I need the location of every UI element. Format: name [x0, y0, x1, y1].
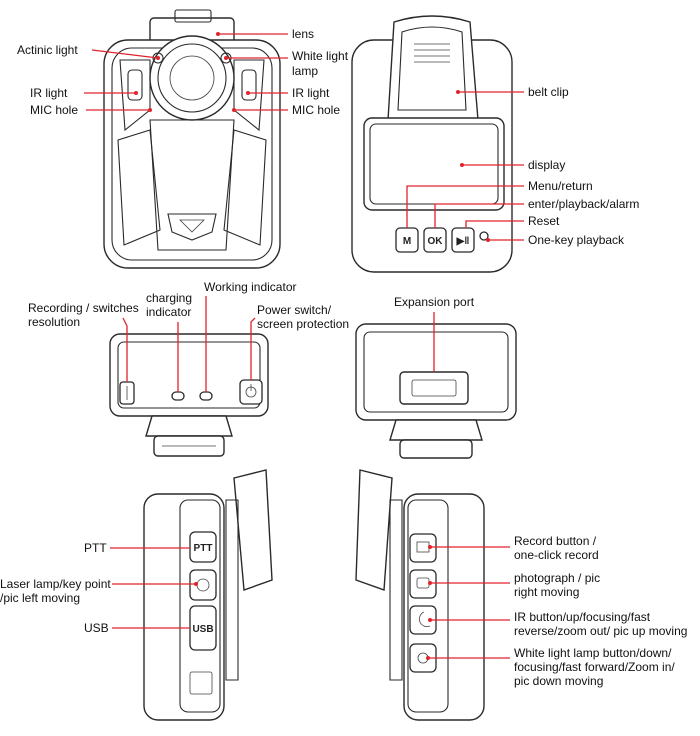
- right-side-view: [355, 469, 485, 721]
- laser-lamp-button[interactable]: [189, 569, 217, 601]
- ir-light-right-shape: [241, 69, 257, 101]
- photograph-button[interactable]: [409, 569, 437, 599]
- label-power-switch-2: screen protection: [257, 317, 349, 331]
- left-side-view: PTT USB: [143, 469, 273, 721]
- playback-button[interactable]: [451, 227, 475, 253]
- label-record-button-2: one-click record: [514, 548, 599, 562]
- label-white-light-lamp-1: White light: [292, 49, 349, 63]
- label-ir-button-2: reverse/zoom out/ pic up moving: [514, 624, 687, 638]
- label-recording-switches-1: Recording / switches: [28, 301, 139, 315]
- label-white-light-button-1: White light lamp button/down/: [514, 646, 672, 660]
- ptt-button-label: PTT: [194, 543, 213, 554]
- power-switch-button[interactable]: [239, 379, 263, 405]
- reset-button[interactable]: [479, 231, 489, 241]
- label-display: display: [528, 158, 565, 172]
- usb-port-label: USB: [192, 624, 213, 635]
- label-recording-switches-2: resolution: [28, 315, 80, 329]
- expansion-port-shape: [399, 371, 469, 405]
- label-working-indicator: Working indicator: [204, 280, 296, 294]
- label-charging-indicator-2: indicator: [146, 305, 191, 319]
- playback-button-label: ▶‖: [456, 236, 470, 247]
- label-laser-lamp-1: Laser lamp/key point: [0, 577, 111, 591]
- belt-clip-shape: [387, 15, 479, 121]
- leader-lines: [84, 32, 524, 660]
- label-white-light-lamp-2: lamp: [292, 64, 318, 78]
- label-ptt: PTT: [84, 541, 107, 555]
- label-actinic-light: Actinic light: [17, 43, 78, 57]
- label-reset: Reset: [528, 214, 560, 228]
- menu-button-label: M: [403, 236, 411, 247]
- bottom-view: [355, 323, 517, 459]
- top-view: [109, 333, 269, 457]
- label-enter-playback-alarm: enter/playback/alarm: [528, 197, 639, 211]
- charging-indicator-shape: [171, 391, 185, 401]
- label-expansion-port: Expansion port: [394, 295, 475, 309]
- label-belt-clip: belt clip: [528, 85, 569, 99]
- label-laser-lamp-2: /pic left moving: [0, 591, 80, 605]
- ok-button-label: OK: [428, 236, 444, 247]
- label-mic-hole-right: MIC hole: [292, 103, 340, 117]
- labels: lens Actinic light White light lamp IR l…: [0, 27, 687, 688]
- label-one-key-playback: One-key playback: [528, 233, 625, 247]
- label-lens: lens: [292, 27, 314, 41]
- ptt-button[interactable]: [189, 531, 217, 563]
- label-record-button-1: Record button /: [514, 534, 597, 548]
- back-view: M OK ▶‖: [351, 15, 513, 273]
- ir-light-left-shape: [127, 69, 143, 101]
- display-shape: [363, 117, 505, 211]
- label-ir-button-1: IR button/up/focusing/fast: [514, 610, 651, 624]
- working-indicator-shape: [199, 391, 213, 401]
- label-photograph-2: right moving: [514, 585, 579, 599]
- label-power-switch-1: Power switch/: [257, 303, 332, 317]
- label-ir-light-right: IR light: [292, 86, 330, 100]
- record-button[interactable]: [409, 533, 437, 563]
- label-charging-indicator-1: charging: [146, 291, 192, 305]
- label-photograph-1: photograph / pic: [514, 571, 600, 585]
- label-white-light-button-2: focusing/fast forward/Zoom in/: [514, 660, 675, 674]
- front-view: [103, 9, 281, 269]
- label-mic-hole-left: MIC hole: [30, 103, 78, 117]
- lens-shape: [149, 35, 235, 121]
- label-white-light-button-3: pic down moving: [514, 674, 603, 688]
- label-usb: USB: [84, 621, 109, 635]
- label-menu-return: Menu/return: [528, 179, 593, 193]
- label-ir-light-left: IR light: [30, 86, 68, 100]
